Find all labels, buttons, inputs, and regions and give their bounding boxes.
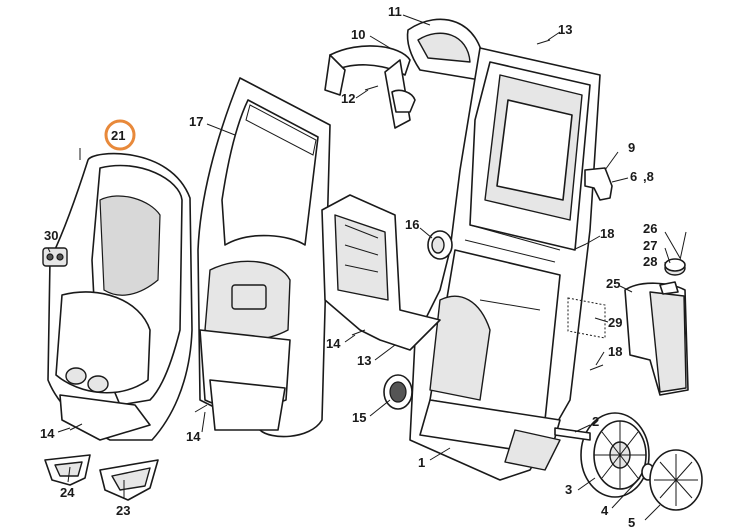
roller-part[interactable] — [427, 230, 453, 260]
leader-lines — [47, 14, 681, 521]
callout-23: 23 — [116, 503, 130, 518]
label-sticker-part[interactable] — [567, 297, 606, 339]
clip-part[interactable] — [584, 167, 613, 201]
hose-holder-part[interactable] — [324, 45, 416, 129]
holder-cap-part[interactable] — [406, 18, 485, 81]
callout-17: 17 — [189, 114, 203, 129]
callout-15: 15 — [352, 410, 366, 425]
callout-labels: 11 10 13 12 17 21 9 6 ,8 16 18 30 26 27 … — [40, 4, 657, 530]
highlight-ring — [104, 119, 136, 151]
callout-3: 3 — [565, 482, 572, 497]
front-cover-part[interactable]: STIHL — [47, 152, 193, 441]
callout-29: 29 — [608, 315, 622, 330]
callout-21: 21 — [111, 128, 125, 143]
callout-11: 11 — [388, 4, 402, 19]
callout-10: 10 — [351, 27, 365, 42]
callout-14-mid: 14 — [326, 336, 341, 351]
callout-18-top: 18 — [600, 226, 614, 241]
hub-cap-part[interactable] — [649, 449, 703, 511]
callout-8: ,8 — [643, 169, 654, 184]
callout-26: 26 — [643, 221, 657, 236]
detergent-tank-part[interactable] — [624, 281, 689, 396]
callout-13-bottom: 13 — [357, 353, 371, 368]
callout-6: 6 — [630, 169, 637, 184]
callout-13-top: 13 — [558, 22, 572, 37]
foot-part-24[interactable] — [44, 454, 91, 486]
callout-27: 27 — [643, 238, 657, 253]
callout-14-frame: 14 — [186, 429, 201, 444]
callout-18-bottom: 18 — [608, 344, 622, 359]
callout-28: 28 — [643, 254, 657, 269]
screws — [69, 39, 604, 431]
callout-30: 30 — [44, 228, 58, 243]
callout-24: 24 — [60, 485, 75, 500]
callout-4: 4 — [601, 503, 609, 518]
callout-5: 5 — [628, 515, 635, 530]
main-housing-part[interactable] — [409, 47, 601, 481]
wheel-hub-part[interactable] — [383, 374, 413, 410]
foot-part-23[interactable] — [99, 459, 159, 501]
callout-25: 25 — [606, 276, 620, 291]
frame-part[interactable] — [197, 77, 331, 438]
small-plate-part[interactable] — [42, 247, 68, 267]
bracket-part[interactable] — [321, 194, 441, 351]
axle-part[interactable] — [554, 427, 591, 441]
callout-9: 9 — [628, 140, 635, 155]
callout-14-left: 14 — [40, 426, 55, 441]
callout-16: 16 — [405, 217, 419, 232]
callout-1: 1 — [418, 455, 425, 470]
wheel-part[interactable] — [580, 412, 650, 498]
callout-12: 12 — [341, 91, 355, 106]
callout-2: 2 — [592, 414, 599, 429]
